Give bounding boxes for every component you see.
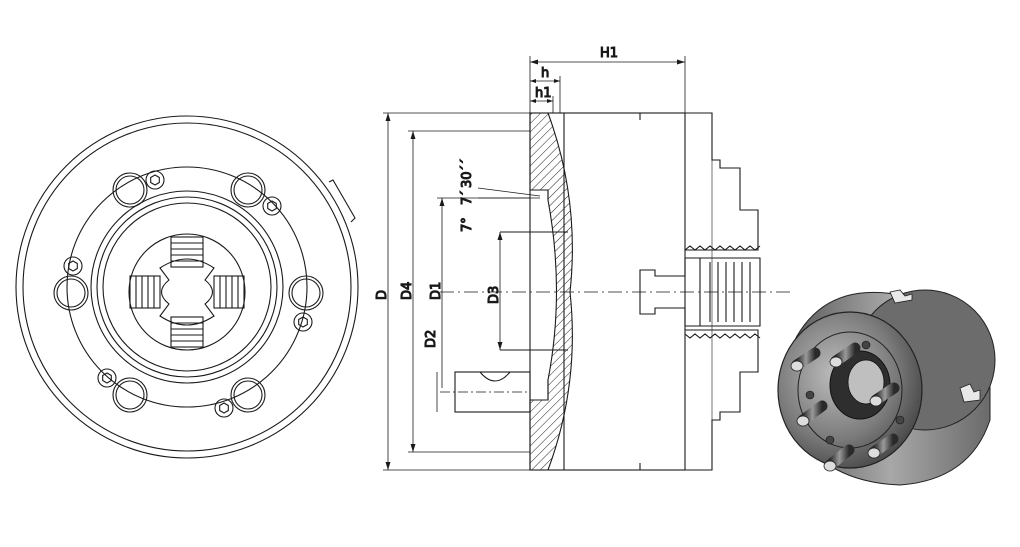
bolt-circle [66, 166, 308, 408]
outer-ring [15, 115, 359, 459]
pin [869, 382, 900, 407]
dim-label-h1: h1 [535, 86, 552, 101]
bolt-hole [291, 278, 321, 308]
bore-step [530, 189, 549, 200]
dim-label-D: D [375, 290, 390, 300]
pin-d2 [440, 371, 531, 413]
jaw-cross-opening [159, 258, 215, 326]
dim-label-H1: H1 [600, 46, 618, 61]
center-ring-outer [90, 190, 284, 384]
bolt-hole [230, 377, 266, 413]
jaw-left [129, 275, 161, 309]
bolt-hole [233, 380, 263, 410]
dim-label-D1: D1 [429, 282, 444, 300]
socket-screw [145, 170, 165, 190]
jaw-slot [889, 289, 913, 304]
socket-screw [97, 368, 117, 388]
outer-notch [328, 179, 356, 223]
bolt-hole [115, 175, 145, 205]
socket-screw [214, 398, 234, 418]
pin [790, 347, 821, 372]
hatched-section [529, 112, 573, 471]
front-view [15, 115, 359, 459]
bolt-hole [115, 380, 145, 410]
body-right-outline [685, 329, 759, 471]
draw-screw [639, 245, 761, 339]
isometric-view [777, 289, 996, 486]
pin [829, 342, 861, 368]
section-view: H1 h h1 D D4 D1 D3 D2 7° 7´ 30´´ [374, 45, 790, 471]
center-ring-inner [102, 202, 272, 372]
bolt-hole [288, 275, 324, 311]
bore-step [530, 380, 549, 401]
dim-label-h: h [541, 66, 549, 81]
jaw-bottom [170, 316, 204, 348]
pin [867, 433, 899, 459]
dim-label-D2: D2 [424, 330, 439, 348]
dim-label-D4: D4 [400, 282, 415, 300]
chuck-bore-inner [847, 359, 885, 405]
bolt-hole [53, 275, 89, 311]
socket-screw [63, 256, 83, 276]
jaw-slot [959, 383, 981, 403]
socket-screw [262, 196, 282, 216]
outer-ring-inner [22, 122, 352, 452]
jaw-right [213, 275, 245, 309]
face-screw [825, 435, 835, 445]
bolt-hole [112, 377, 148, 413]
pin [796, 400, 828, 427]
dim-label-D3: D3 [487, 286, 502, 304]
face-screw [805, 390, 815, 400]
jaw-top [170, 236, 204, 268]
back-plate [529, 112, 686, 471]
angle-label-sec: 30´´ [460, 158, 475, 188]
body-right-outline [685, 112, 759, 251]
bolt-hole [112, 172, 148, 208]
angle-label-deg: 7° [460, 217, 475, 232]
dimension-lines [383, 56, 686, 471]
bolt-hole [56, 278, 86, 308]
pin [823, 444, 855, 472]
angle-label-min: 7´ [460, 190, 475, 205]
jaw-body [128, 233, 246, 351]
arrowheads [385, 59, 685, 470]
bolt-hole [233, 175, 263, 205]
face-screw [895, 415, 905, 425]
bolt-hole [230, 172, 266, 208]
socket-screw [293, 312, 313, 332]
center-ring-mid [96, 196, 278, 378]
face-screw [861, 340, 871, 350]
